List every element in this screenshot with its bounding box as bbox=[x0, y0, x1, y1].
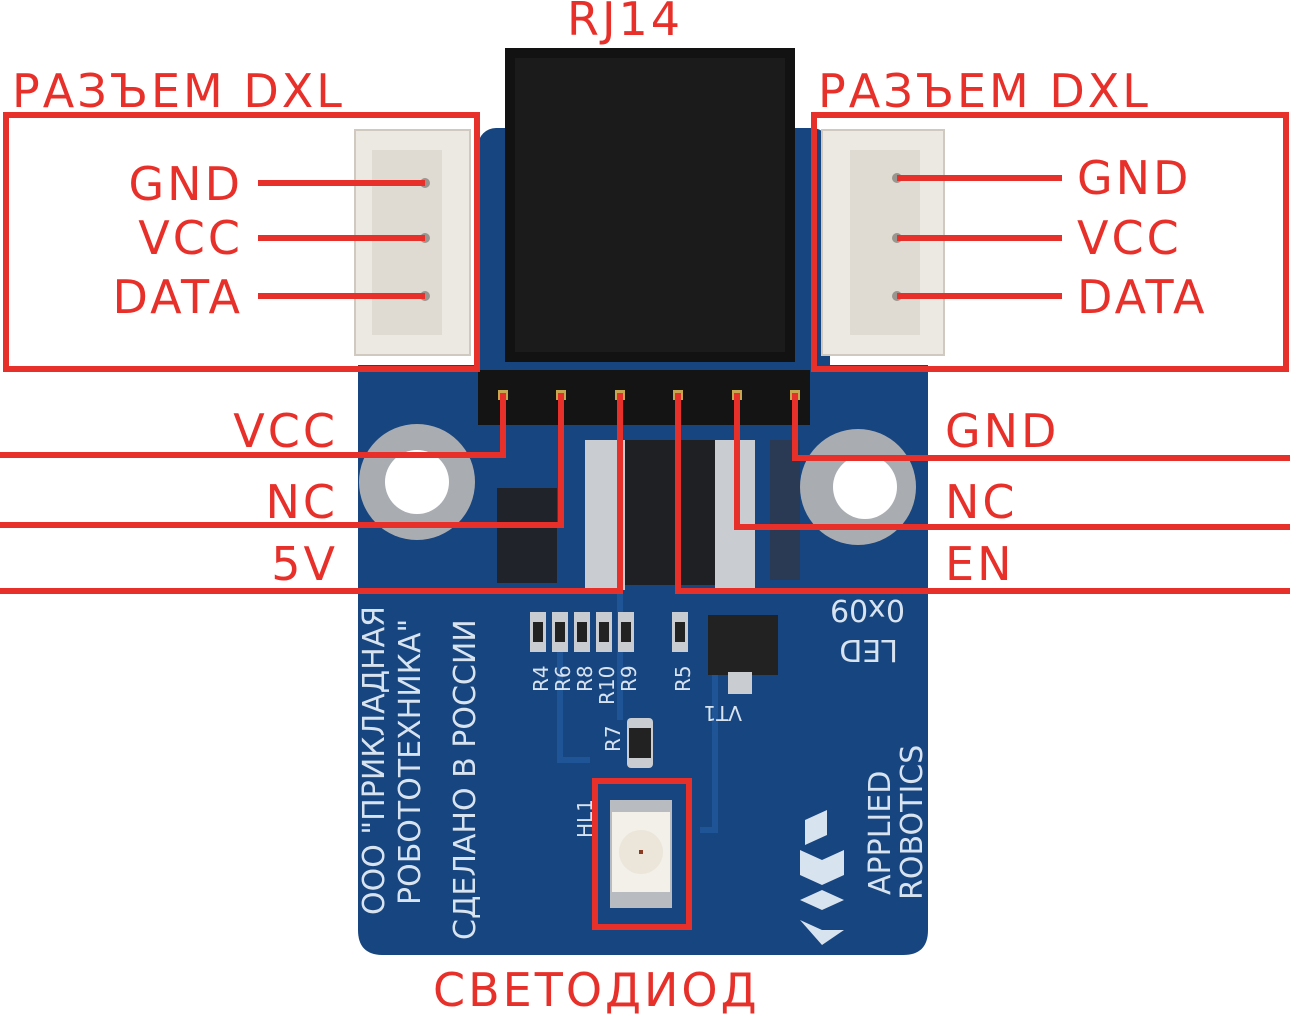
silk-address: 0x09 bbox=[830, 592, 905, 627]
header-pin-nc-left: NC bbox=[265, 475, 338, 529]
right-pin-leaders bbox=[897, 175, 1062, 299]
silk-ref: R9 bbox=[617, 665, 641, 692]
silkscreen-brand: APPLIED ROBOTICS 0x09 LED bbox=[800, 592, 930, 945]
silk-ref: VT1 bbox=[703, 701, 742, 725]
header-pin-nc-right: NC bbox=[945, 475, 1018, 529]
led-label: СВЕТОДИОД bbox=[433, 963, 760, 1016]
right-pin-vcc: VCC bbox=[1077, 211, 1182, 265]
left-pin-leaders bbox=[258, 180, 425, 299]
applied-robotics-logo-icon bbox=[800, 810, 844, 945]
left-pin-gnd: GND bbox=[129, 157, 243, 211]
right-pin-data: DATA bbox=[1077, 270, 1208, 324]
chip bbox=[497, 440, 800, 590]
dxl-connector-right bbox=[821, 129, 945, 356]
led-highlight bbox=[592, 778, 692, 930]
pin-header bbox=[478, 370, 810, 425]
right-connector-highlight bbox=[811, 112, 1289, 372]
header-pin-vcc: VCC bbox=[233, 404, 338, 458]
left-connector-title: РАЗЪЕМ DXL bbox=[12, 64, 345, 118]
silk-ref: R6 bbox=[551, 665, 575, 692]
rj14-label: RJ14 bbox=[567, 0, 683, 46]
silk-brand-line1: APPLIED bbox=[863, 771, 898, 895]
silkscreen-company: ООО "ПРИКЛАДНАЯ РОБОТОТЕХНИКА" СДЕЛАНО В… bbox=[357, 606, 483, 940]
rj14-connector bbox=[505, 48, 795, 362]
right-connector-title: РАЗЪЕМ DXL bbox=[818, 64, 1151, 118]
silk-ref: R8 bbox=[573, 665, 597, 692]
header-right-leaders bbox=[675, 393, 1290, 594]
header-left-leaders bbox=[0, 393, 623, 594]
right-pin-gnd: GND bbox=[1077, 151, 1191, 205]
header-pin-gnd: GND bbox=[945, 404, 1059, 458]
silk-type: LED bbox=[839, 632, 898, 667]
left-connector-highlight bbox=[3, 112, 480, 372]
silkscreen-refs: R4 R6 R8 R10 R9 R5 R7 HL1 VT1 bbox=[529, 665, 742, 838]
header-pin-en: EN bbox=[945, 537, 1014, 591]
silk-ref: R4 bbox=[529, 665, 553, 692]
silk-company-line1: ООО "ПРИКЛАДНАЯ bbox=[357, 606, 392, 915]
left-pin-data: DATA bbox=[112, 270, 243, 324]
led-component bbox=[610, 800, 672, 908]
silk-ref: R10 bbox=[595, 666, 619, 705]
silk-company-line2: РОБОТОТЕХНИКА" bbox=[393, 619, 428, 905]
resistors bbox=[530, 612, 778, 768]
silk-ref: R5 bbox=[671, 665, 695, 692]
silk-company-line3: СДЕЛАНО В РОССИИ bbox=[448, 619, 483, 940]
left-pin-vcc: VCC bbox=[138, 211, 243, 265]
silk-brand-line2: ROBOTICS bbox=[895, 745, 930, 900]
header-pin-5v: 5V bbox=[271, 537, 338, 591]
silk-ref: R7 bbox=[601, 725, 625, 752]
annotations bbox=[0, 112, 1290, 930]
dxl-connector-left bbox=[354, 129, 471, 356]
